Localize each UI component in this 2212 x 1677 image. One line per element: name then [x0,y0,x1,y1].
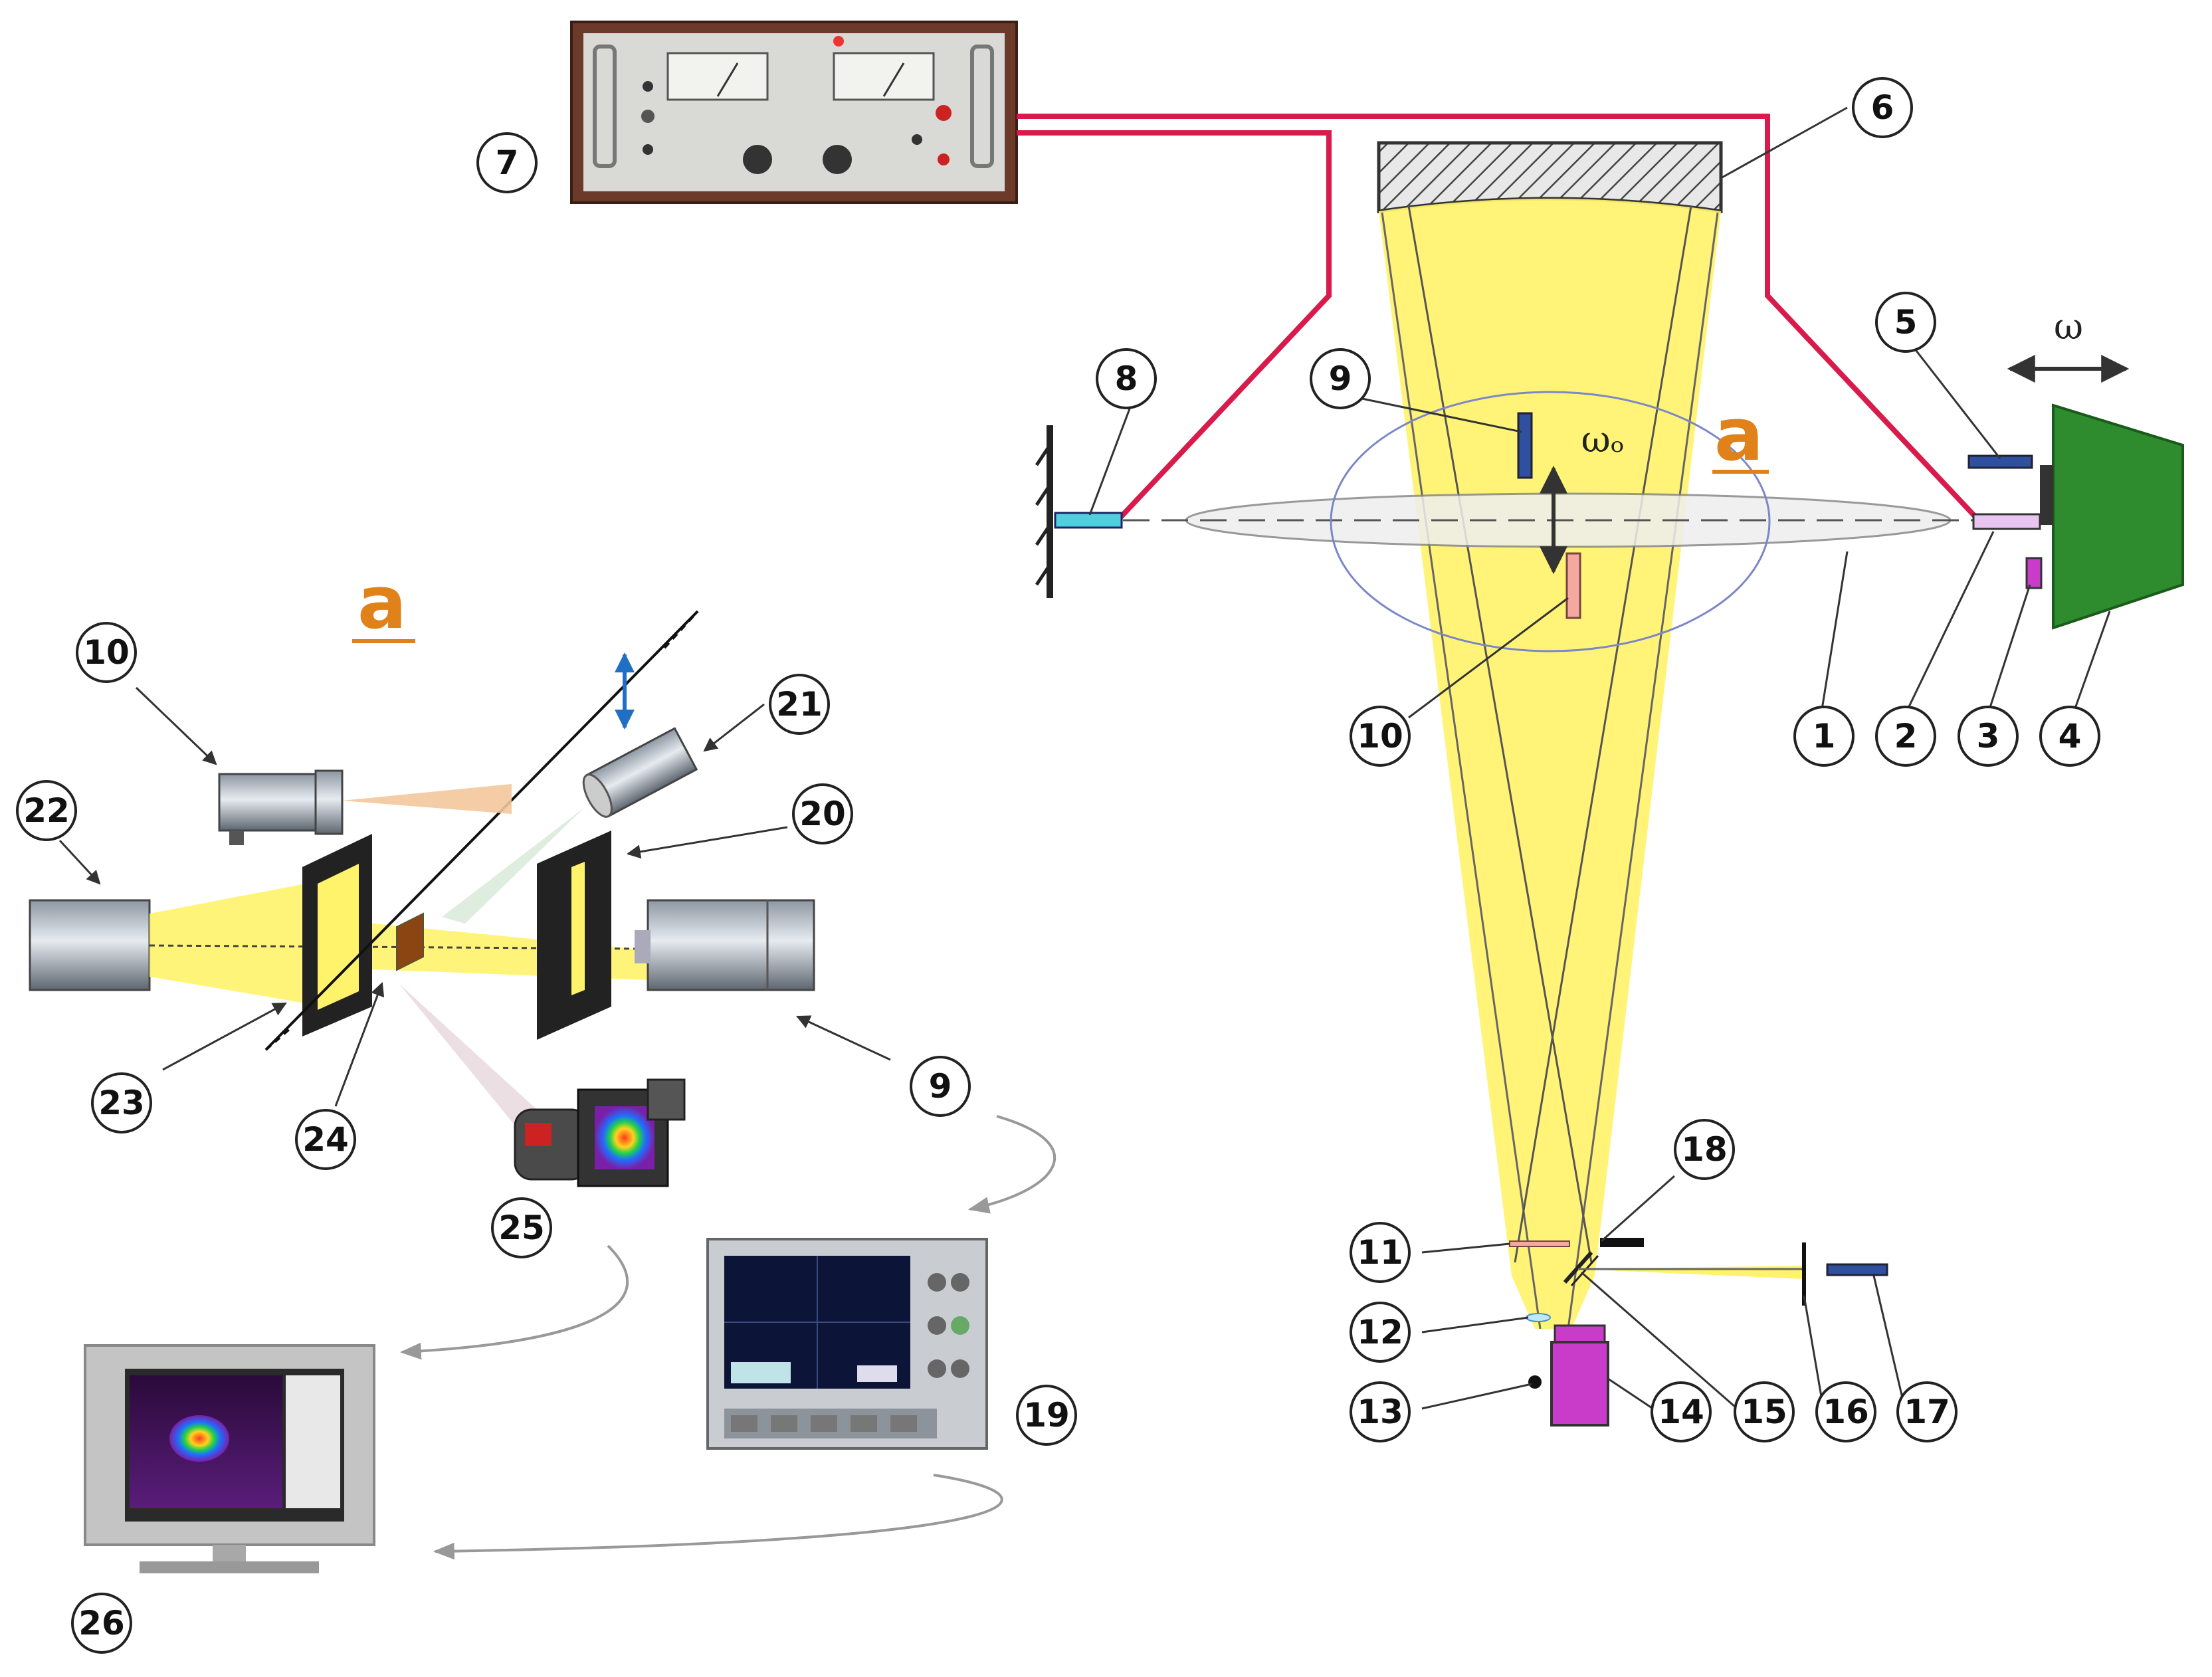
laser-14 [1550,1341,1609,1427]
section-a-label-left: a [357,560,407,645]
label-21: 21 [776,685,823,724]
oscilloscope [706,1238,988,1450]
label-11: 11 [1357,1233,1403,1272]
label-24: 24 [302,1120,349,1159]
label-26: 26 [78,1604,125,1642]
section-a-label-right: a [1714,392,1763,477]
blade-18 [1600,1238,1644,1247]
label-23: 23 [98,1084,145,1122]
label-18: 18 [1681,1130,1728,1169]
sensor-10 [1565,552,1581,619]
label-22: 22 [23,791,70,830]
label-6: 6 [1871,88,1894,127]
omega-symbol: ω [2054,306,2083,347]
label-10-left: 10 [83,633,130,672]
numbered-labels [16,77,2100,1654]
shaker [1967,355,2184,630]
label-texts: 6 7 5 8 9 1 2 3 4 10 18 11 12 13 14 15 1… [23,88,2081,1642]
sensor-9 [1517,412,1533,479]
light-cone [1379,199,1721,1330]
flow-arrows [399,1115,1056,1560]
label-7: 7 [496,144,519,182]
label-15: 15 [1741,1393,1787,1431]
sensors-pair [1517,412,1581,619]
section-a-panel [29,610,815,1187]
label-1: 1 [1813,717,1836,755]
power-supply-unit [570,21,1018,204]
sensor-17 [1826,1263,1888,1276]
label-9: 9 [1329,359,1352,398]
label-12: 12 [1357,1313,1403,1351]
computer-monitor [84,1344,375,1573]
label-14: 14 [1658,1393,1704,1431]
displacement-sensor [1967,454,2033,469]
label-16: 16 [1823,1393,1869,1431]
label-2: 2 [1894,717,1918,755]
label-4: 4 [2059,717,2082,755]
lens-12 [1526,1313,1551,1322]
omega-zero-symbol: ωₒ [1581,419,1625,460]
label-9-left: 9 [929,1067,952,1106]
beam-splitter-15 [1563,1251,1593,1284]
label-25: 25 [498,1209,545,1247]
label-5: 5 [1894,303,1918,342]
filter-11 [1509,1240,1570,1247]
section-a-marker-right: a [1712,392,1769,477]
label-3: 3 [1977,717,2000,755]
specimen-holder [1972,513,2041,530]
label-8: 8 [1115,359,1138,398]
label-20: 20 [799,795,846,833]
accelerometer [2025,557,2043,589]
label-10: 10 [1357,717,1403,755]
point-13 [1528,1375,1542,1389]
section-ellipse [1330,391,1771,652]
power-cables [1017,114,1979,520]
label-19: 19 [1023,1396,1070,1434]
label-17: 17 [1904,1393,1950,1431]
leader-arrows-left [58,686,891,1107]
label-13: 13 [1357,1393,1403,1431]
leader-lines-right [1088,106,2111,1413]
bottom-optics [1509,1238,1888,1427]
clamp-wall [1035,425,1123,598]
section-a-marker-left: a [352,560,415,645]
